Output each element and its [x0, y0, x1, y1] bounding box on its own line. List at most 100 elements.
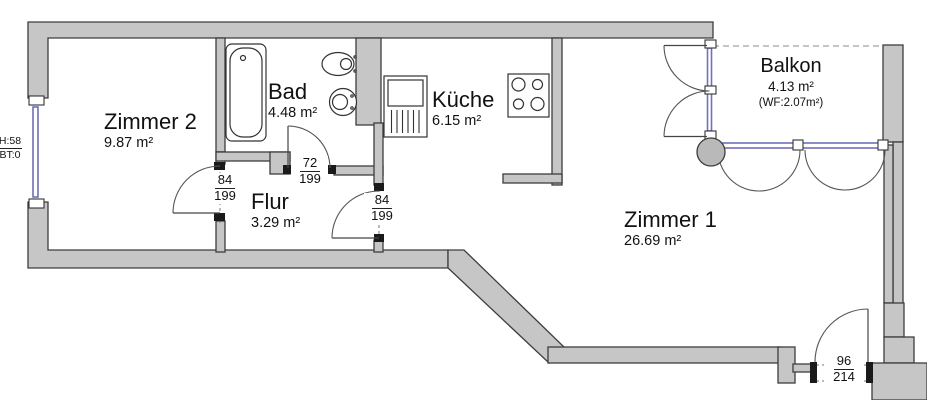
window-height: H:58: [0, 135, 23, 149]
wall-top-left: [27, 21, 714, 99]
burner: [531, 78, 544, 91]
railing-frame: [877, 139, 889, 151]
door-width: 84: [371, 192, 393, 209]
stair-step-1: [883, 302, 905, 338]
wall-entry-threshold: [792, 363, 813, 373]
door-entry: [814, 308, 869, 363]
door-swing-arc: [814, 308, 869, 363]
balcony-side-door: [663, 39, 717, 140]
room-area: 6.15 m²: [432, 112, 482, 129]
window-frame: [28, 95, 45, 106]
wall-balcony-right: [882, 44, 904, 143]
room-label-zimmer2: Zimmer 2 9.87 m²: [104, 110, 197, 151]
door-height: 199: [214, 187, 236, 203]
dimension-door-entry: 96 214: [824, 353, 864, 385]
room-name: Zimmer 1: [624, 207, 717, 232]
room-area: 4.13 m²: [768, 78, 814, 94]
burner: [530, 96, 545, 112]
sink-inner: [331, 93, 349, 111]
room-area: 26.69 m²: [624, 232, 682, 249]
room-name: Küche: [432, 87, 495, 112]
bathtub: [225, 43, 267, 142]
wall-diagonal: [447, 249, 565, 364]
window-swing-arc: [804, 149, 846, 191]
balcony-front-windows: [696, 137, 889, 192]
bathroom-sink: [328, 87, 358, 117]
room-area-note: (WF:2.07m²): [758, 97, 824, 110]
post: [810, 362, 817, 383]
room-name: Zimmer 2: [104, 109, 197, 134]
sink-dot: [350, 94, 354, 98]
door-width: 72: [299, 155, 321, 172]
door-frame: [704, 85, 717, 95]
room-name: Bad: [268, 79, 308, 104]
door-bad: [287, 125, 331, 169]
door-height: 199: [371, 207, 393, 223]
window-swing-arc: [758, 149, 801, 192]
post: [866, 362, 873, 383]
wall-bad-kueche: [355, 37, 382, 126]
door-swing-arc: [663, 45, 710, 92]
door-height: 214: [833, 368, 855, 384]
post: [328, 165, 336, 174]
stove: [507, 73, 550, 118]
room-label-zimmer1: Zimmer 1 26.69 m²: [624, 208, 717, 249]
post: [374, 183, 384, 191]
wall-flur-right-upper: [373, 122, 384, 186]
room-name: Balkon: [760, 55, 822, 77]
room-name: Flur: [251, 189, 289, 214]
bathtub-inner: [229, 47, 263, 138]
toilet: [321, 51, 357, 77]
wall-right-inner: [883, 144, 894, 304]
door-width: 96: [833, 353, 855, 370]
window-glazing: [32, 106, 39, 198]
door-swing-arc: [331, 190, 380, 239]
door-swing-arc: [287, 125, 331, 169]
window-swing-arc: [844, 149, 886, 191]
post: [214, 213, 225, 221]
wall-zimmer2-bad: [215, 37, 226, 153]
toilet-dot: [353, 69, 357, 73]
door-height: 199: [299, 170, 321, 186]
left-window: [28, 95, 45, 209]
stove-top: [507, 73, 550, 118]
bathtub-drain: [239, 54, 247, 62]
sink-dot: [350, 106, 354, 110]
stair-step-2: [883, 336, 915, 364]
dimension-door-bad: 72 199: [292, 155, 328, 187]
balcony-column: [696, 137, 726, 167]
room-area: 9.87 m²: [104, 134, 154, 151]
interior-walls: [215, 37, 563, 253]
door-swing-arc: [172, 165, 221, 214]
wall-bottom-zimmer1: [547, 346, 781, 364]
room-area: 3.29 m²: [251, 214, 301, 231]
dimension-door-zimmer2: 84 199: [207, 172, 243, 204]
drainer-lines: [390, 110, 420, 133]
room-label-bad: Bad 4.48 m²: [268, 80, 317, 121]
stair-step-3: [871, 362, 927, 400]
room-label-kueche: Küche 6.15 m²: [432, 88, 494, 129]
wall-zimmer2-flur-lower: [215, 220, 226, 253]
window-annotation: H:58 BT:0: [0, 135, 28, 162]
sink-basin: [387, 79, 424, 107]
dimension-door-zimmer1: 84 199: [364, 192, 400, 224]
post: [283, 165, 291, 174]
door-swing-arc: [663, 90, 710, 137]
room-label-flur: Flur 3.29 m²: [251, 190, 300, 231]
exterior-walls: [27, 21, 927, 400]
window-frame: [28, 198, 45, 209]
door-frame: [704, 39, 717, 49]
door-zimmer2: [172, 165, 221, 214]
wall-kueche-stub: [502, 173, 563, 184]
window-parapet: BT:0: [0, 148, 21, 161]
burner: [511, 77, 526, 92]
burner: [512, 98, 525, 110]
room-label-balkon: Balkon 4.13 m² (WF:2.07m²): [712, 55, 870, 110]
kitchen-sink-unit: [383, 75, 428, 138]
door-zimmer1: [331, 190, 380, 239]
room-area: 4.48 m²: [268, 104, 318, 121]
toilet-dot: [353, 55, 357, 59]
wall-kueche-right: [551, 37, 563, 186]
